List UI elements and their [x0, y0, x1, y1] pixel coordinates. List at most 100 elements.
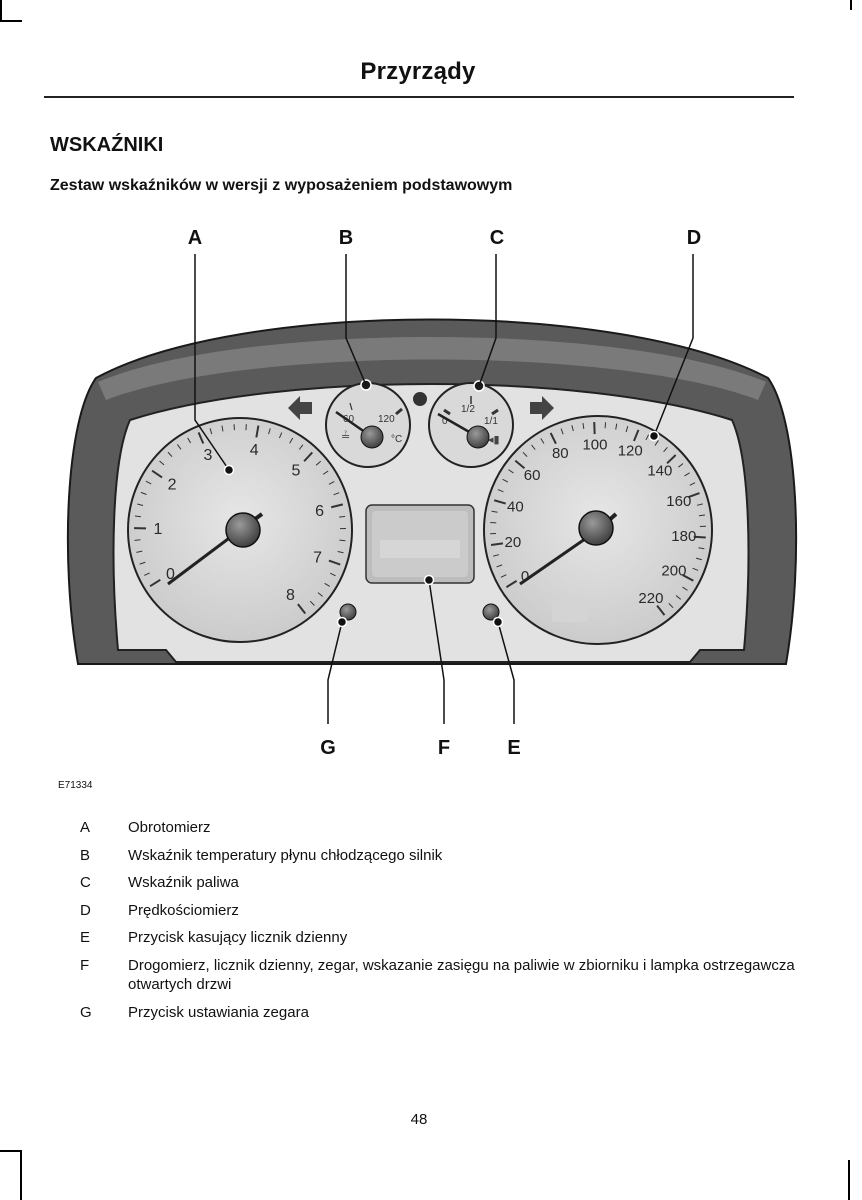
tachometer-minor-tick — [317, 592, 323, 597]
trip-reset-button[interactable] — [482, 603, 500, 621]
tachometer-minor-tick — [268, 428, 271, 435]
clock-set-button[interactable] — [339, 603, 357, 621]
callout-d: D — [687, 227, 701, 249]
legend-letter: A — [80, 819, 91, 836]
tachometer-minor-tick — [221, 425, 224, 432]
speedometer-minor-tick — [698, 514, 706, 517]
tachometer-minor-tick — [315, 460, 322, 466]
subheading: Zestaw wskaźników w wersji z wyposażenie… — [50, 177, 513, 194]
legend-text: Wskaźnik temperatury płynu chłodzącego s… — [128, 846, 443, 864]
tachometer-minor-tick — [134, 515, 141, 518]
speedometer-scale-label: 20 — [504, 534, 521, 551]
speedometer-scale-label: 0 — [521, 568, 529, 585]
legend-text: Prędkościomierz — [128, 901, 239, 919]
right-turn-arrow-icon — [530, 396, 554, 420]
crop-mark — [0, 1150, 22, 1152]
tachometer-minor-tick — [309, 600, 315, 606]
tachometer-major-tick — [303, 451, 314, 462]
tachometer-major-tick — [328, 559, 341, 566]
speedometer-minor-tick — [560, 428, 564, 435]
speedometer-minor-tick — [663, 446, 668, 453]
callout-a: A — [188, 227, 202, 249]
speedometer-major-tick — [514, 459, 526, 470]
tachometer-minor-tick — [144, 572, 150, 576]
speedometer-minor-tick — [695, 557, 702, 561]
page-header-title: Przyrządy — [360, 58, 476, 85]
tachometer-scale-label: 2 — [168, 477, 177, 494]
speedometer-major-tick — [549, 432, 557, 445]
speedometer-major-tick — [682, 574, 694, 582]
legend-letter: C — [80, 874, 91, 892]
tachometer-hub — [225, 512, 261, 548]
legend-list: A Obrotomierz B Wskaźnik temperatury płynu… — [80, 818, 800, 1030]
legend-letter: B — [80, 846, 91, 864]
speedometer-scale-label: 120 — [618, 443, 643, 460]
speedometer-minor-tick — [531, 444, 536, 450]
tachometer-minor-tick — [136, 550, 143, 553]
legend-text: Wskaźnik paliwa — [128, 874, 239, 892]
speedometer-minor-tick — [682, 586, 688, 591]
tachometer-major-tick — [151, 469, 163, 479]
tachometer-minor-tick — [167, 451, 173, 457]
legend-text: Przycisk kasujący licznik dzienny — [128, 929, 348, 947]
tachometer-ticks — [133, 424, 346, 615]
legend-text: Przycisk ustawiania zegara — [128, 1003, 309, 1021]
speedometer-major-tick — [633, 429, 640, 442]
header-rule — [44, 96, 794, 98]
tachometer-minor-tick — [176, 444, 182, 450]
tachometer-scale-label: 6 — [315, 503, 324, 520]
fuel-gauge: 0 1/2 1/1 ◂▮ — [428, 380, 514, 468]
speedometer-minor-tick — [675, 595, 682, 600]
temperature-unit-label: °C — [391, 434, 402, 445]
callout-f: F — [438, 737, 450, 759]
callout-b: B — [339, 227, 353, 249]
temperature-high-label: 120 — [378, 414, 395, 425]
tachometer-minor-tick — [134, 539, 141, 541]
tachometer-minor-tick — [289, 437, 294, 444]
coolant-icon: ≟ — [341, 430, 350, 443]
tachometer-major-tick — [255, 425, 260, 438]
tachometer-minor-tick — [333, 492, 340, 496]
speedometer-minor-tick — [668, 603, 674, 609]
speedometer-minor-tick — [684, 472, 690, 477]
legend-letter: E — [80, 929, 91, 947]
tachometer-major-tick — [330, 503, 344, 509]
speedometer-hub — [578, 510, 614, 546]
tachometer-minor-tick — [140, 491, 147, 495]
speedometer-minor-tick — [689, 482, 696, 486]
speedometer-scale-label: 40 — [507, 499, 524, 516]
crop-mark — [20, 1150, 22, 1200]
legend-item: A Obrotomierz — [80, 818, 800, 837]
tachometer-scale-label: 8 — [286, 587, 295, 604]
speedometer-minor-tick — [696, 503, 703, 506]
speedometer-ticks — [490, 422, 706, 616]
speedometer-scale-label: 140 — [647, 463, 672, 480]
legend-text: Obrotomierz — [128, 819, 211, 836]
warning-lamp-icon — [413, 392, 427, 406]
speedometer-scale-label: 60 — [524, 467, 541, 484]
section-heading: WSKAŹNIKI — [50, 134, 164, 156]
legend-letter: G — [80, 1003, 92, 1021]
tachometer-minor-tick — [339, 539, 346, 542]
speedometer-major-tick — [493, 499, 506, 505]
callout-g: G — [320, 737, 336, 759]
legend-letter: D — [80, 901, 91, 919]
speedometer-minor-tick — [496, 564, 503, 568]
legend-item: G Przycisk ustawiania zegara — [80, 1003, 800, 1022]
legend-item: C Wskaźnik paliwa — [80, 873, 800, 892]
tachometer-minor-tick — [187, 437, 192, 444]
speedometer-major-tick — [687, 492, 700, 499]
tachometer-minor-tick — [339, 515, 346, 518]
speedometer-minor-tick — [625, 426, 629, 433]
speedometer-major-tick — [693, 535, 706, 539]
fuel-full-label: 1/1 — [484, 416, 498, 427]
tachometer-scale-label: 7 — [313, 549, 322, 566]
crop-mark — [848, 1160, 850, 1200]
crop-mark — [0, 20, 22, 22]
